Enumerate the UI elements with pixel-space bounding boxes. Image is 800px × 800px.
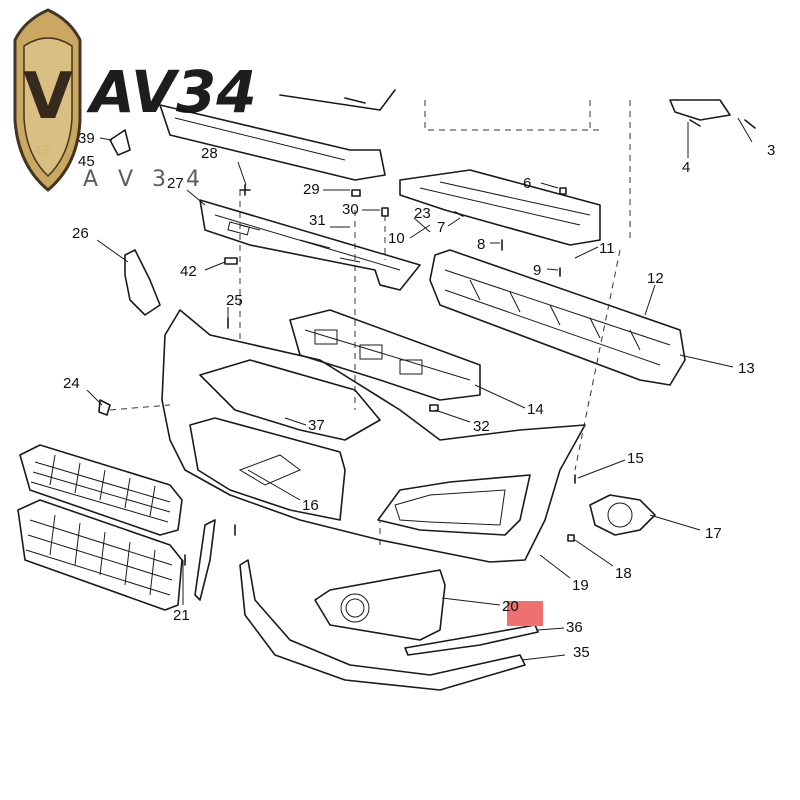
radiator-baffle-27 <box>199 199 421 291</box>
callout-21: 21 <box>173 607 190 624</box>
bumper-fascia-19 <box>161 309 586 563</box>
assembly-lines <box>109 100 631 545</box>
callout-4: 4 <box>682 159 690 176</box>
callout-7: 7 <box>437 219 445 236</box>
fog-lamp-bezel-20 <box>314 569 446 641</box>
callout-28: 28 <box>201 145 218 162</box>
callout-27: 27 <box>167 175 184 192</box>
callout-29: 29 <box>303 181 320 198</box>
callout-36: 36 <box>566 619 583 636</box>
callout-30: 30 <box>342 201 359 218</box>
callout-11: 11 <box>599 240 615 257</box>
callout-16: 16 <box>302 497 319 514</box>
callout-39: 39 <box>78 130 95 147</box>
callout-24: 24 <box>63 375 80 392</box>
lower-spoiler-35 <box>239 559 526 691</box>
callout-17: 17 <box>705 525 722 542</box>
callout-3: 3 <box>767 142 775 159</box>
air-deflector-6 <box>399 169 601 246</box>
brand-logo: V AV34 A V 3 4 <box>13 8 257 192</box>
callout-35: 35 <box>573 644 590 661</box>
callout-20: 20 <box>502 598 519 615</box>
leader-lines <box>86 117 753 661</box>
fasteners <box>98 119 756 566</box>
logo-sub-letter-v: V <box>118 167 133 192</box>
logo-sub-letter-4: 4 <box>186 167 200 192</box>
callout-13: 13 <box>738 360 755 377</box>
fog-lamp-17 <box>589 494 656 536</box>
logo-shield-letter: V <box>23 60 73 134</box>
callout-15: 15 <box>627 450 644 467</box>
logo-sub-letter-a: A <box>83 167 98 192</box>
callout-45: 45 <box>78 153 95 170</box>
side-trim <box>194 519 216 601</box>
logo-wordmark: AV34 <box>86 58 257 126</box>
callout-9: 9 <box>533 262 541 279</box>
callout-12: 12 <box>647 270 664 287</box>
callout-23: 23 <box>414 205 431 222</box>
callout-42: 42 <box>180 263 197 280</box>
side-bracket-26 <box>124 249 161 316</box>
highlight-marker <box>507 601 543 626</box>
callout-14: 14 <box>527 401 544 418</box>
callout-25: 25 <box>226 292 243 309</box>
callout-18: 18 <box>615 565 632 582</box>
logo-sub-letter-3: 3 <box>152 167 166 192</box>
lower-bracket-14 <box>289 309 481 401</box>
energy-absorber-13 <box>429 249 686 386</box>
callout-6: 6 <box>523 175 531 192</box>
callout-37: 37 <box>308 417 325 434</box>
callout-8: 8 <box>477 236 485 253</box>
lower-grille-21 <box>17 444 183 611</box>
callout-10: 10 <box>388 230 405 247</box>
callout-labels: 3 4 6 7 8 9 10 11 12 13 14 15 16 17 18 1… <box>33 130 775 661</box>
bracket-4 <box>669 99 731 121</box>
callout-26: 26 <box>72 225 89 242</box>
callout-19: 19 <box>572 577 589 594</box>
callout-32: 32 <box>473 418 490 435</box>
callout-31: 31 <box>309 212 326 229</box>
upper-support-bar <box>159 89 396 181</box>
lower-strip-36 <box>404 624 539 656</box>
